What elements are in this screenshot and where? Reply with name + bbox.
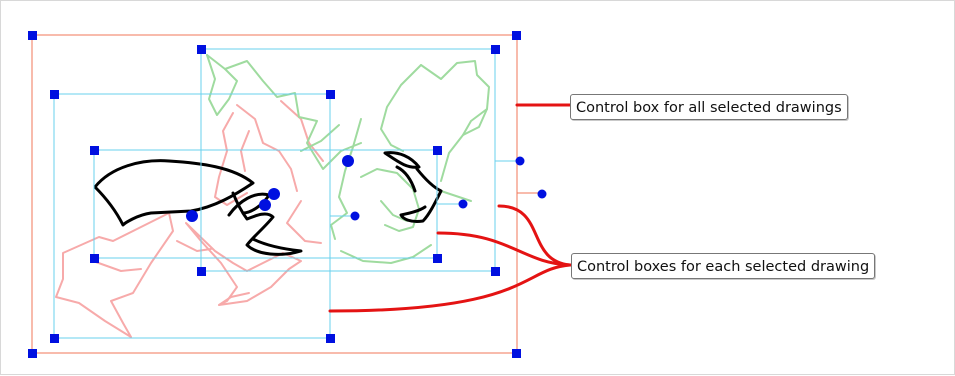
callout-each-selected-drawing: Control boxes for each selected drawing (571, 253, 876, 279)
round-pivot-icon[interactable] (259, 199, 271, 211)
global-control-box (31, 34, 541, 354)
square-handle-icon[interactable] (326, 90, 335, 99)
round-pivot-icon[interactable] (268, 188, 280, 200)
round-pivot-icon[interactable] (342, 155, 354, 167)
pointer-line-each (436, 231, 572, 267)
square-handle-icon[interactable] (512, 31, 521, 40)
round-pivot-icon[interactable] (186, 210, 198, 222)
square-handle-icon[interactable] (433, 254, 442, 263)
green-drawing-control-box[interactable] (200, 48, 496, 272)
square-handle-icon[interactable] (28, 31, 37, 40)
green-drawing (206, 54, 490, 264)
all-selected-control-box[interactable] (31, 34, 518, 354)
square-handle-icon[interactable] (197, 45, 206, 54)
round-pivot-icon[interactable] (350, 211, 360, 221)
black-drawing (93, 151, 443, 256)
square-handle-icon[interactable] (512, 349, 521, 358)
round-pivot-icon[interactable] (458, 199, 468, 209)
square-handle-icon[interactable] (50, 90, 59, 99)
pivot-points (186, 155, 547, 222)
pink-drawing (55, 100, 324, 338)
square-handle-icon[interactable] (326, 334, 335, 343)
callout-all-selected-drawings: Control box for all selected drawings (570, 94, 848, 120)
round-pivot-icon[interactable] (515, 156, 525, 166)
pointer-lines (328, 103, 572, 313)
square-handle-icon[interactable] (90, 146, 99, 155)
drawing-control-boxes (53, 48, 517, 339)
pointer-line-each (328, 263, 572, 313)
square-handle-icon[interactable] (433, 146, 442, 155)
square-handle-icon[interactable] (90, 254, 99, 263)
square-handle-icon[interactable] (28, 349, 37, 358)
round-pivot-icon[interactable] (537, 189, 547, 199)
pointer-line-each (497, 204, 572, 267)
square-handle-icon[interactable] (197, 267, 206, 276)
square-handle-icon[interactable] (50, 334, 59, 343)
square-handle-icon[interactable] (491, 45, 500, 54)
square-handles (28, 31, 521, 358)
square-handle-icon[interactable] (491, 267, 500, 276)
